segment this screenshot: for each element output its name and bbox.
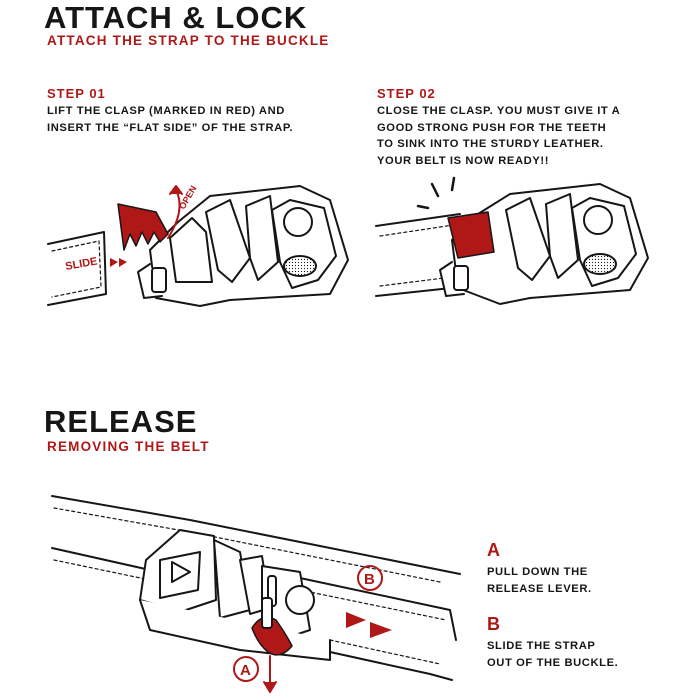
step1-text: LIFT THE CLASP (MARKED IN RED) AND INSER… (47, 105, 294, 134)
slide-out-arrows (346, 612, 392, 638)
slide-label: SLIDE (64, 256, 98, 273)
instruction-b-letter: B (487, 614, 500, 634)
belt-strap (51, 495, 461, 681)
pull-down-arrow (263, 655, 277, 693)
instruction-b-text: SLIDE THE STRAP OUT OF THE BUCKLE. (487, 640, 619, 669)
marker-b-circle (357, 565, 383, 591)
instruction-a-letter: A (487, 540, 500, 560)
marker-a-circle (233, 656, 259, 682)
release-subtitle: REMOVING THE BELT (47, 439, 210, 454)
red-clasp-open (117, 203, 169, 251)
instruction-a-text: PULL DOWN THE RELEASE LEVER. (487, 566, 592, 595)
step2-text: CLOSE THE CLASP. YOU MUST GIVE IT A GOOD… (377, 105, 621, 167)
attach-subtitle: ATTACH THE STRAP TO THE BUCKLE (47, 33, 330, 48)
step1-label: STEP 01 (47, 86, 106, 101)
release-illustration (51, 495, 461, 693)
attach-title: ATTACH & LOCK (44, 0, 308, 35)
push-motion-lines (416, 176, 456, 210)
step2-illustration (375, 176, 649, 305)
release-lever (251, 597, 293, 656)
step1-illustration (47, 185, 349, 307)
strap-flat-side (47, 231, 107, 306)
release-title: RELEASE (44, 404, 198, 439)
slide-arrow (110, 258, 127, 267)
step2-label: STEP 02 (377, 86, 436, 101)
marker-a-label: A (240, 662, 251, 679)
buckle-body (137, 185, 349, 307)
marker-b-label: B (364, 571, 375, 588)
buckle-body-closed (439, 183, 649, 305)
red-clasp-closed (447, 211, 495, 259)
release-buckle (139, 529, 331, 661)
open-arrow (167, 185, 183, 239)
